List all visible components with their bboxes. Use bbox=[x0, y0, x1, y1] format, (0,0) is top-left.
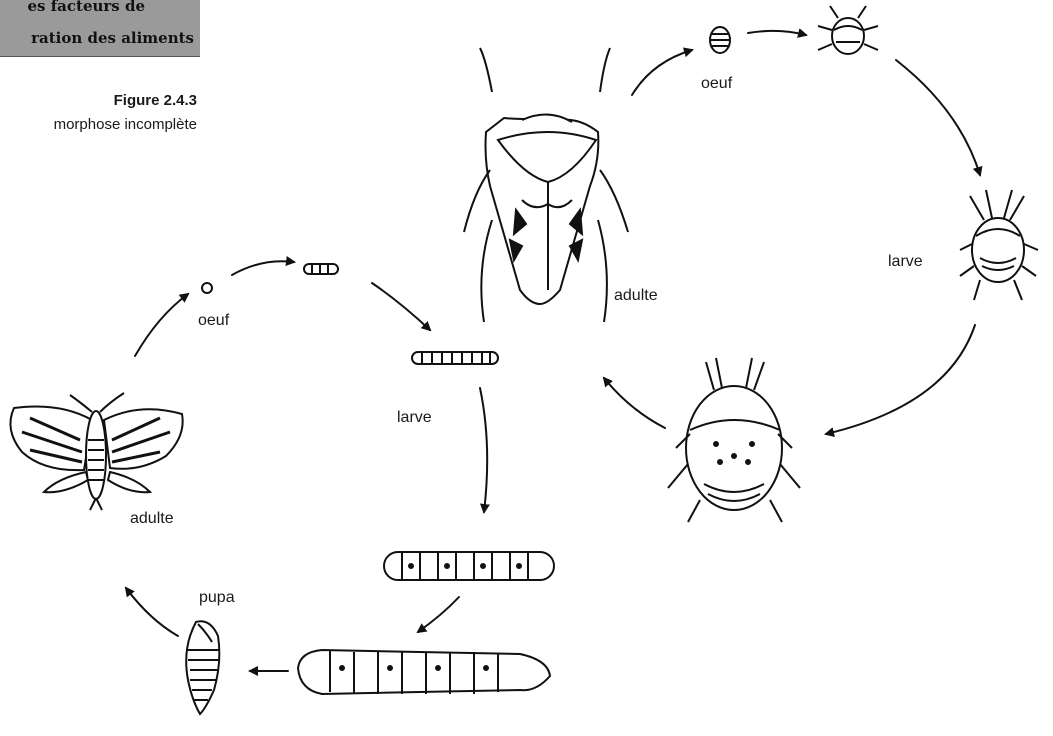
nymph-small-illustration bbox=[818, 6, 878, 54]
arrow-larva-to-nymph bbox=[826, 325, 975, 434]
pupa-illustration bbox=[186, 621, 220, 714]
bug-egg-illustration bbox=[710, 27, 730, 53]
moth-adult-illustration bbox=[10, 393, 182, 510]
label-pupa: pupa bbox=[199, 589, 235, 607]
label-adulte-incomplete: adulte bbox=[614, 287, 658, 305]
arrow-big-larva-to-caterpillar bbox=[418, 597, 459, 632]
arrow-nymph-to-larva bbox=[896, 60, 980, 175]
arrow-egg-to-nymph bbox=[748, 31, 806, 35]
label-oeuf-incomplete: oeuf bbox=[701, 75, 732, 93]
label-larve-incomplete: larve bbox=[888, 253, 923, 271]
label-larve-complete: larve bbox=[397, 409, 432, 427]
arrow-adult-to-egg-bug bbox=[632, 50, 692, 95]
arrow-small-larva-to-larva bbox=[372, 283, 430, 330]
arrow-egg-to-small-larva bbox=[232, 261, 294, 275]
small-larva-illustration bbox=[304, 264, 338, 274]
nymph-large-illustration bbox=[668, 358, 800, 522]
larva-illustration bbox=[412, 352, 498, 364]
big-larva-illustration bbox=[384, 552, 554, 580]
bug-adult-illustration bbox=[464, 48, 628, 322]
nymph-larva-illustration bbox=[960, 190, 1038, 300]
label-oeuf-complete: oeuf bbox=[198, 312, 229, 330]
label-adulte-complete: adulte bbox=[130, 510, 174, 528]
caterpillar-illustration bbox=[298, 650, 550, 694]
arrow-pupa-to-adult bbox=[126, 588, 178, 636]
arrow-adult-to-egg bbox=[135, 294, 188, 356]
moth-egg bbox=[202, 283, 212, 293]
arrow-nymph-to-adult bbox=[604, 378, 665, 428]
arrow-larva-to-big-larva bbox=[480, 388, 487, 512]
